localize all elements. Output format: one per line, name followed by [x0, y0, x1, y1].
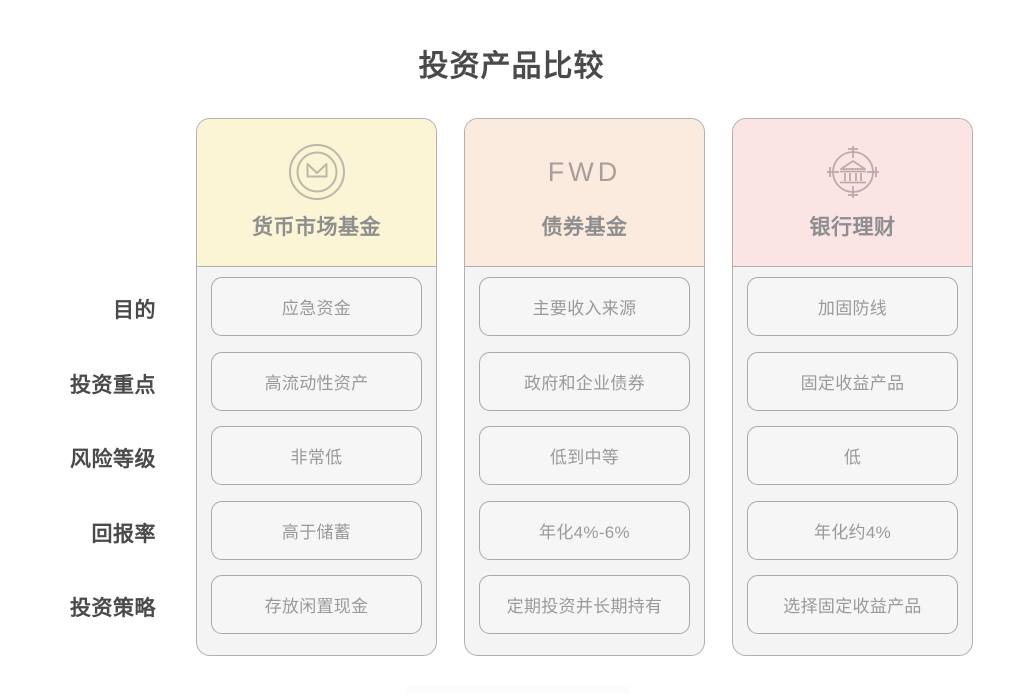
column-title-bond-fund: 债券基金: [541, 216, 628, 239]
row-label-risk-level: 风险等级: [70, 448, 156, 472]
cell-bond-purpose[interactable]: 主要收入来源: [479, 277, 690, 336]
cell-bond-focus[interactable]: 政府和企业债券: [479, 351, 690, 411]
bottom-shadow-artifact: [406, 686, 630, 694]
column-body-bond-fund: 主要收入来源 政府和企业债券 低到中等 年化4%-6% 定期投资并长期持有: [465, 267, 704, 634]
cell-mmf-strategy[interactable]: 存放闲置现金: [211, 575, 422, 634]
fwd-wordmark: FWD: [548, 141, 621, 203]
product-column-bank-wealth[interactable]: 银行理财 加固防线 固定收益产品 低 年化约4% 选择固定收益产品: [732, 118, 973, 656]
column-body-money-market-fund: 应急资金 高流动性资产 非常低 高于储蓄 存放闲置现金: [197, 267, 436, 634]
row-label-return-rate: 回报率: [91, 522, 156, 546]
row-label-purpose: 目的: [113, 299, 156, 323]
row-label-column: 目的 投资重点 风险等级 回报率 投资策略: [0, 272, 178, 645]
column-header-money-market-fund: 货币市场基金: [197, 119, 436, 267]
page-title: 投资产品比较: [418, 50, 605, 83]
column-title-bank-wealth: 银行理财: [809, 216, 896, 239]
row-label-strategy: 投资策略: [70, 597, 156, 621]
cell-bank-strategy[interactable]: 选择固定收益产品: [747, 575, 958, 634]
cell-bond-return[interactable]: 年化4%-6%: [479, 500, 690, 560]
column-header-bond-fund: FWD 债券基金: [465, 119, 704, 267]
row-label-investment-focus: 投资重点: [70, 373, 156, 397]
cell-bank-risk[interactable]: 低: [747, 426, 958, 485]
cell-bond-risk[interactable]: 低到中等: [479, 426, 690, 485]
column-body-bank-wealth: 加固防线 固定收益产品 低 年化约4% 选择固定收益产品: [733, 267, 972, 634]
circled-m-coin-icon: [287, 141, 347, 203]
product-column-money-market-fund[interactable]: 货币市场基金 应急资金 高流动性资产 非常低 高于储蓄 存放闲置现金: [196, 118, 437, 656]
cell-mmf-risk[interactable]: 非常低: [211, 426, 422, 485]
cell-mmf-focus[interactable]: 高流动性资产: [211, 351, 422, 411]
column-title-money-market-fund: 货币市场基金: [252, 216, 381, 239]
cell-bond-strategy[interactable]: 定期投资并长期持有: [479, 575, 690, 634]
cell-mmf-return[interactable]: 高于储蓄: [211, 500, 422, 560]
cell-bank-purpose[interactable]: 加固防线: [747, 277, 958, 336]
cell-bank-focus[interactable]: 固定收益产品: [747, 351, 958, 411]
cell-bank-return[interactable]: 年化约4%: [747, 500, 958, 560]
bank-target-icon: [823, 141, 883, 203]
fwd-wordmark-text: FWD: [547, 157, 622, 187]
column-header-bank-wealth: 银行理财: [733, 119, 972, 267]
cell-mmf-purpose[interactable]: 应急资金: [211, 277, 422, 336]
product-column-bond-fund[interactable]: FWD 债券基金 主要收入来源 政府和企业债券 低到中等 年化4%-6% 定期投…: [464, 118, 705, 656]
